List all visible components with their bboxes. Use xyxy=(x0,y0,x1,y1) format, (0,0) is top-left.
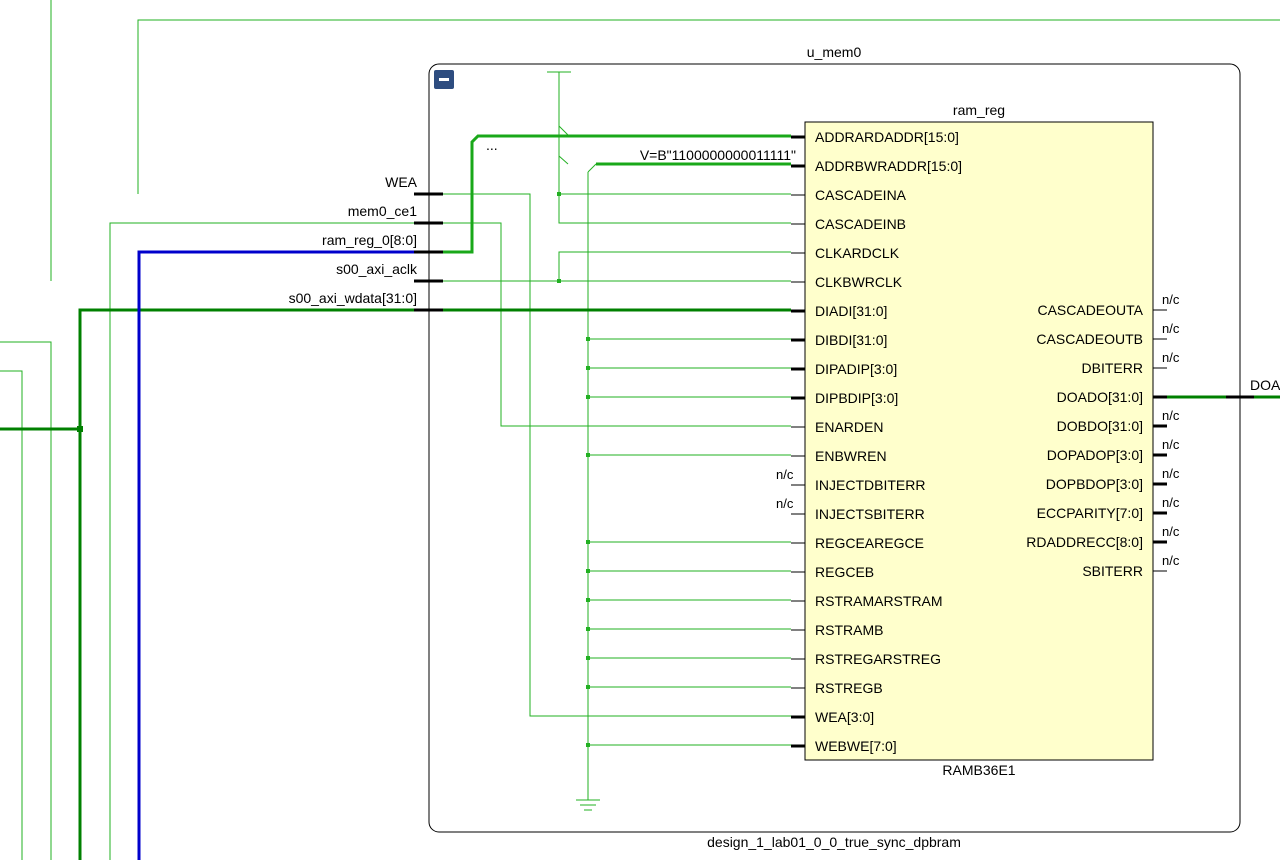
junction-dot xyxy=(586,540,590,544)
nc-label: n/c xyxy=(1162,321,1180,336)
nc-label: n/c xyxy=(1162,350,1180,365)
input-pins: ADDRARDADDR[15:0] ADDRBWRADDR[15:0] CASCAD… xyxy=(776,129,962,754)
junction-dot xyxy=(557,192,561,196)
pin-dopadop-3-0: DOPADOP[3:0] xyxy=(1047,447,1143,463)
pin-addrbwraddr-15-0: ADDRBWRADDR[15:0] xyxy=(815,158,962,174)
pin-enarden: ENARDEN xyxy=(815,419,883,435)
pin-webwe-7-0: WEBWE[7:0] xyxy=(815,738,897,754)
nc-label: n/c xyxy=(776,467,794,482)
pin-rstregarstreg: RSTREGARSTREG xyxy=(815,651,941,667)
pin-wea-3-0: WEA[3:0] xyxy=(815,709,874,725)
junction-dot xyxy=(586,656,590,660)
collapse-button[interactable] xyxy=(434,70,454,89)
pin-dopbdop-3-0: DOPBDOP[3:0] xyxy=(1046,476,1143,492)
junction-dot xyxy=(586,627,590,631)
pin-cascadeinb: CASCADEINB xyxy=(815,216,906,232)
nc-label: n/c xyxy=(1162,408,1180,423)
output-net-label: DOA xyxy=(1250,377,1280,393)
pin-dbiterr: DBITERR xyxy=(1082,360,1143,376)
nc-label: n/c xyxy=(1162,524,1180,539)
pin-rstramb: RSTRAMB xyxy=(815,622,883,638)
boundary-ports: WEA mem0_ce1 ram_reg_0[8:0] s00_axi_aclk s00… xyxy=(289,174,443,312)
pin-dibdi-31-0: DIBDI[31:0] xyxy=(815,332,887,348)
net-vcc-cascadeinb[interactable] xyxy=(558,72,791,224)
nc-label: n/c xyxy=(1162,553,1180,568)
net-left-a[interactable] xyxy=(0,341,52,860)
hierarchy-title: u_mem0 xyxy=(807,44,862,60)
nc-label: n/c xyxy=(776,496,794,511)
pin-rstramarstram: RSTRAMARSTRAM xyxy=(815,593,943,609)
output-pins: CASCADEOUTAn/cCASCADEOUTBn/cDBITERRn/cDO… xyxy=(1026,292,1180,579)
junction-dot xyxy=(586,366,590,370)
net-mem0-ce1-loop[interactable] xyxy=(109,222,414,860)
junction-dot xyxy=(557,279,561,283)
nc-label: n/c xyxy=(1162,495,1180,510)
const-value-label: V=B"1100000000011111" xyxy=(640,147,796,163)
junction-dot xyxy=(586,598,590,602)
pin-injectdbiterr: INJECTDBITERR xyxy=(815,477,925,493)
cell-type: RAMB36E1 xyxy=(942,762,1015,778)
junction-dot xyxy=(586,743,590,747)
pin-regceb: REGCEB xyxy=(815,564,874,580)
net-mem0-ce1[interactable] xyxy=(443,222,791,427)
pin-diadi-31-0: DIADI[31:0] xyxy=(815,303,887,319)
bus-junction xyxy=(77,426,83,432)
net-left-b[interactable] xyxy=(0,370,23,860)
port-label-wea: WEA xyxy=(385,174,418,190)
pin-addrardaddr-15-0: ADDRARDADDR[15:0] xyxy=(815,129,959,145)
inner-nets xyxy=(443,71,1280,811)
pin-regcearegce: REGCEAREGCE xyxy=(815,535,924,551)
bus-addrardaddr[interactable] xyxy=(443,134,791,254)
ramb36e1-cell[interactable]: ram_reg RAMB36E1 ADDRARDADDR[15:0] ADDRBW… xyxy=(776,102,1180,778)
net-gnd-kink[interactable] xyxy=(587,163,597,173)
nc-label: n/c xyxy=(1162,292,1180,307)
net-wea[interactable] xyxy=(443,193,791,717)
junction-dot xyxy=(586,569,590,573)
net-crossover-a[interactable] xyxy=(558,125,569,136)
pin-dipadip-3-0: DIPADIP[3:0] xyxy=(815,361,897,377)
junction-dot xyxy=(586,685,590,689)
junction-dot xyxy=(586,453,590,457)
cell-body[interactable] xyxy=(804,121,1154,761)
pin-clkbwrclk: CLKBWRCLK xyxy=(815,274,903,290)
pin-rstregb: RSTREGB xyxy=(815,680,883,696)
port-label-ram-reg-0-8-0: ram_reg_0[8:0] xyxy=(322,232,417,248)
port-label-mem0-ce1: mem0_ce1 xyxy=(348,203,417,219)
pin-sbiterr: SBITERR xyxy=(1082,563,1143,579)
nc-label: n/c xyxy=(1162,437,1180,452)
pin-cascadeina: CASCADEINA xyxy=(815,187,907,203)
pin-injectsbiterr: INJECTSBITERR xyxy=(815,506,925,522)
junction-dot xyxy=(586,337,590,341)
ellipsis-label: ... xyxy=(486,137,498,153)
pin-clkardclk: CLKARDCLK xyxy=(815,245,900,261)
hierarchy-block-u-mem0[interactable]: u_mem0 design_1_lab01_0_0_true_sync_dpbr… xyxy=(428,44,1241,850)
bus-wdata[interactable] xyxy=(78,308,414,860)
port-label-s00-axi-aclk: s00_axi_aclk xyxy=(336,261,418,277)
cell-instance-name: ram_reg xyxy=(953,102,1005,118)
port-label-s00-axi-wdata-31-0: s00_axi_wdata[31:0] xyxy=(289,290,417,306)
net-wea-loop[interactable] xyxy=(137,19,1280,194)
pin-rdaddrecc-8-0: RDADDRECC[8:0] xyxy=(1026,534,1143,550)
pin-dobdo-31-0: DOBDO[31:0] xyxy=(1057,418,1143,434)
hierarchy-border xyxy=(428,63,1241,833)
pin-cascadeoutb: CASCADEOUTB xyxy=(1036,331,1143,347)
outer-buses xyxy=(0,250,414,860)
minus-bar xyxy=(439,78,449,81)
pin-enbwren: ENBWREN xyxy=(815,448,887,464)
pin-doado-31-0: DOADO[31:0] xyxy=(1057,389,1143,405)
net-clkardclk[interactable] xyxy=(558,251,791,281)
nc-label: n/c xyxy=(1162,466,1180,481)
hierarchy-subtitle: design_1_lab01_0_0_true_sync_dpbram xyxy=(707,834,961,850)
pin-dipbdip-3-0: DIPBDIP[3:0] xyxy=(815,390,898,406)
bus-ram-reg-0[interactable] xyxy=(137,250,414,860)
junction-dot xyxy=(586,395,590,399)
ground-icon[interactable] xyxy=(576,799,600,811)
net-crossover-b[interactable] xyxy=(558,155,569,165)
pin-cascadeouta: CASCADEOUTA xyxy=(1037,302,1143,318)
pin-eccparity-7-0: ECCPARITY[7:0] xyxy=(1037,505,1143,521)
